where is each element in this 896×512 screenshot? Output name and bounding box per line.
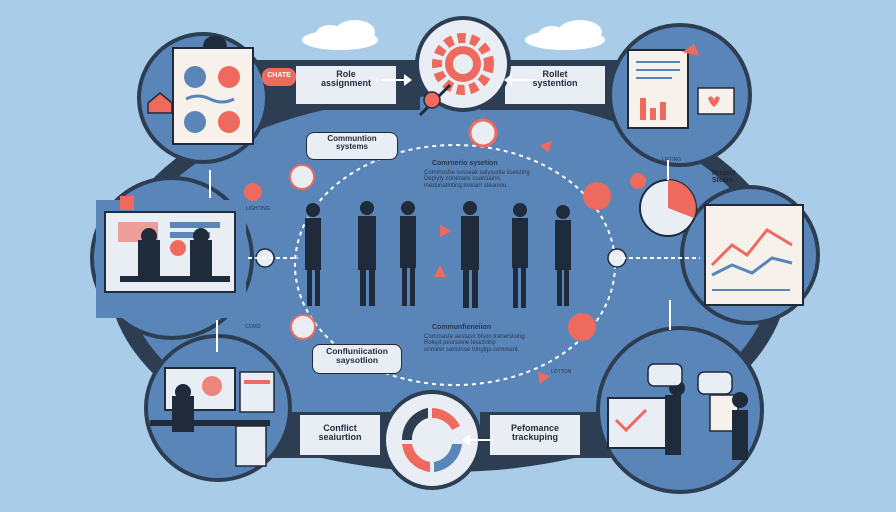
- label-role-assignment: Role assignment: [320, 69, 371, 89]
- center-bottom-body: Commaste aestasn blson tranersloing Role…: [424, 334, 525, 353]
- cycle-arrow-mid: [434, 265, 446, 277]
- cog-small-icon: [244, 183, 262, 201]
- chat-icon: [290, 314, 316, 340]
- documents-circle: [608, 23, 752, 167]
- label-chate: CHATE: [267, 72, 291, 79]
- label-confluncation: Confluniication saysotlion: [312, 344, 402, 374]
- people-group-right: [461, 201, 571, 308]
- tiny-label-right-1: LIFTING: [662, 157, 682, 163]
- label-performance-tracking: Pefomance trackuping: [510, 423, 560, 443]
- chat-tag: [262, 68, 296, 86]
- gear-icon: [432, 33, 494, 95]
- center-top-title: Comrnerio sysetion: [432, 160, 498, 167]
- meeting-circle: [90, 176, 254, 340]
- profile-icon: [583, 182, 611, 210]
- presentation-circle: [596, 326, 764, 494]
- desk-circle: [144, 334, 292, 482]
- label-conflict-resolution: Conflict seaiurtion: [318, 423, 362, 443]
- cycle-arrow-top: [540, 141, 552, 153]
- arrow-heads: [404, 74, 512, 446]
- label-project-steam: Project Steam: [712, 170, 736, 185]
- target-icon: [468, 118, 498, 148]
- label-communication-systems: Communtion systems: [306, 132, 398, 160]
- people-group-left: [305, 201, 416, 306]
- cloud-right: [525, 20, 605, 50]
- chart-icon: [289, 164, 315, 190]
- tiny-label-left-1: LIGHTING: [246, 206, 270, 212]
- center-bottom-title: Communfieneiion: [432, 324, 492, 331]
- flow-arrows: [209, 79, 700, 441]
- gear-circle: [415, 16, 511, 117]
- tiny-label-left-2: COMO: [245, 324, 261, 330]
- house-icon: [147, 92, 173, 114]
- label-project-system: Rollet systention: [532, 69, 578, 89]
- cycle-arrow-left: [440, 225, 452, 237]
- pin-icon: [682, 44, 700, 56]
- cog-right-icon: [630, 173, 646, 189]
- clipboard-circle: [137, 32, 269, 164]
- chart-circle: [639, 179, 820, 325]
- cloud-left: [302, 20, 378, 50]
- cycle-arrow-bottom: [538, 372, 550, 384]
- center-top-body: Commoshe svsseak salysunte iiselsting De…: [424, 170, 530, 189]
- tiny-label-right-2: LOTTON: [551, 369, 572, 375]
- idea-icon: [568, 313, 596, 341]
